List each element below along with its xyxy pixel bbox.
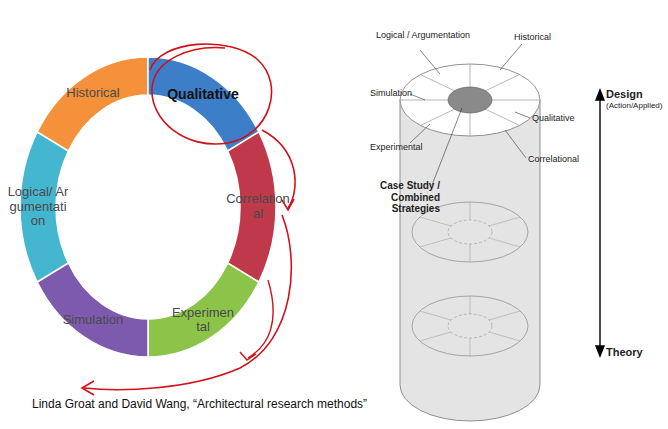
method-segment: Logical/ Argumentation <box>7 185 69 230</box>
method-label: (Action/Applied) <box>606 101 662 110</box>
method-label: Logical / Argumentation <box>376 30 470 40</box>
method-label: Correlational <box>528 154 579 164</box>
leader-lines <box>410 44 530 185</box>
method-segment: Historical <box>58 86 128 101</box>
ring-segment <box>148 57 259 151</box>
axis-arrow <box>596 90 604 356</box>
method-label: Experimental <box>370 142 423 152</box>
segment-label: Correlational <box>226 192 290 222</box>
method-segment: Experimental <box>171 306 235 336</box>
ring-segment <box>37 263 148 357</box>
method-label: Design <box>606 88 643 101</box>
method-segment: Correlational <box>226 192 290 222</box>
segment-label: Experimental <box>171 306 235 336</box>
segment-label: Logical/ Argumentation <box>7 185 69 230</box>
caption: Linda Groat and David Wang, “Architectur… <box>32 398 367 412</box>
method-segment: Qualitative <box>167 86 239 102</box>
segment-label: Simulation <box>58 313 128 328</box>
method-label: Qualitative <box>532 113 575 123</box>
segment-label: Qualitative <box>167 86 239 102</box>
annotation-arrow <box>84 215 291 390</box>
cylinder <box>400 64 540 421</box>
method-label: Case Study / Combined Strategies <box>372 180 440 215</box>
segment-label: Historical <box>58 86 128 101</box>
ring-segment <box>228 132 276 282</box>
ring-segment <box>148 263 259 357</box>
method-label: Historical <box>514 32 551 42</box>
ring-segment <box>37 57 148 151</box>
annotation-circle <box>150 44 272 144</box>
method-label: Simulation <box>370 88 412 98</box>
method-label: Theory <box>606 346 643 359</box>
method-segment: Simulation <box>58 313 128 328</box>
